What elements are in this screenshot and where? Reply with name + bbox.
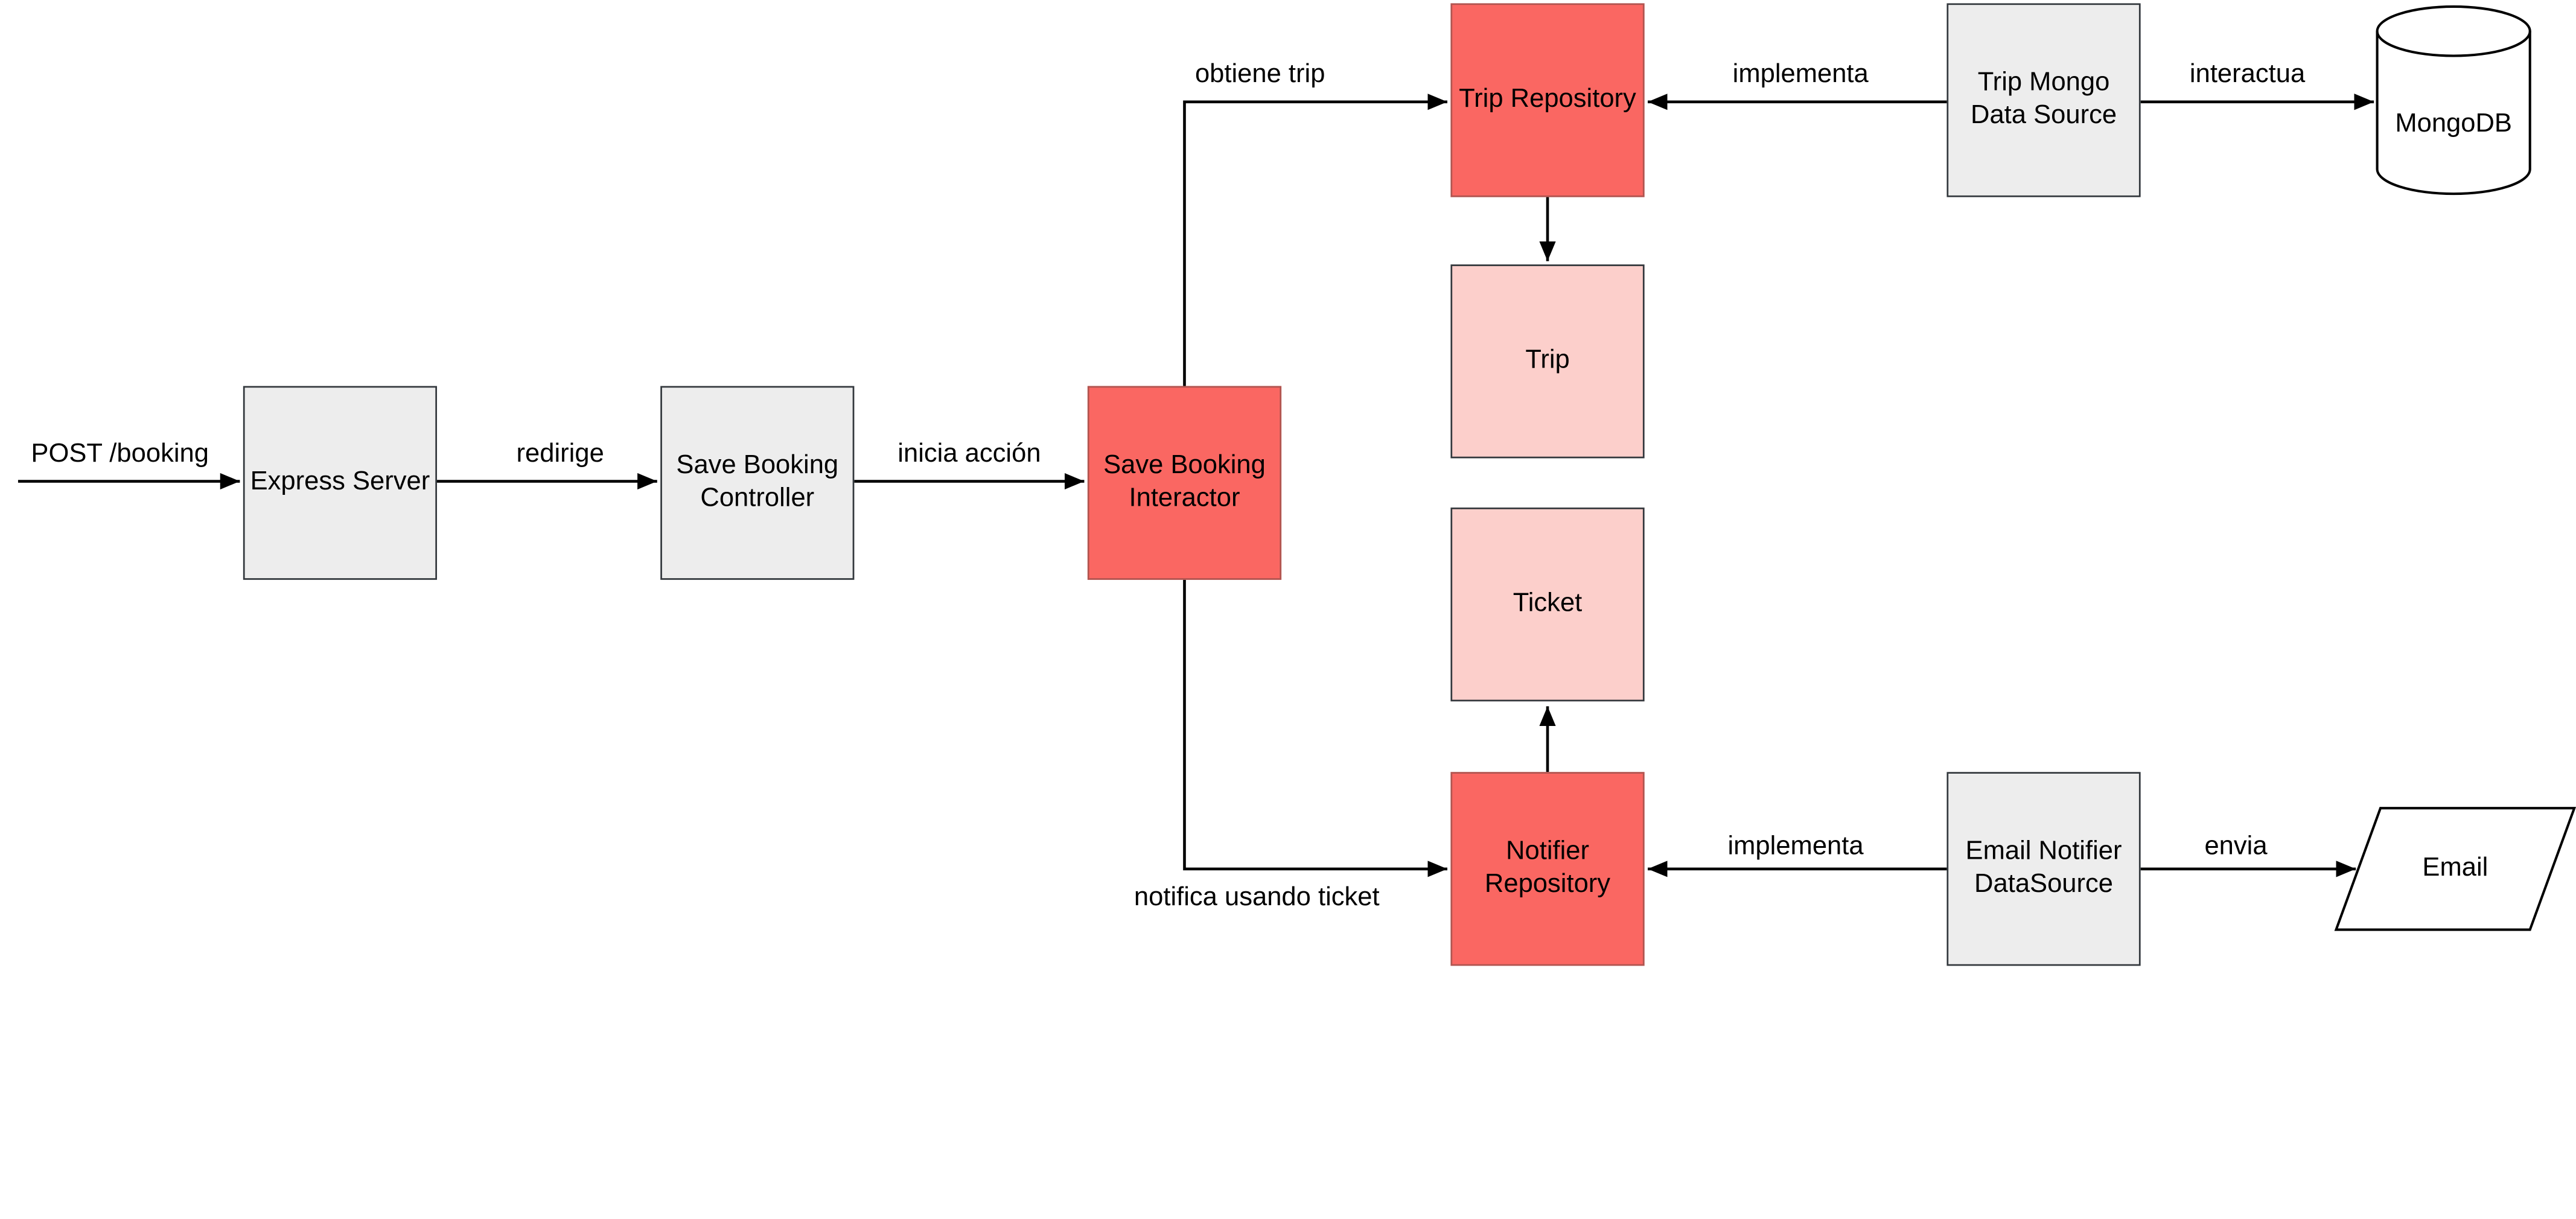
mongodb-cylinder-shape[interactable] xyxy=(2376,5,2531,196)
node-label: Email Notifier DataSource xyxy=(1965,838,2122,899)
node-express-server[interactable]: Express Server xyxy=(243,386,438,580)
mongodb-label: MongoDB xyxy=(2395,110,2512,138)
edge-label-obtiene-trip: obtiene trip xyxy=(1194,60,1325,89)
node-save-booking-controller[interactable]: Save Booking Controller xyxy=(660,386,855,580)
node-label: Trip Repository xyxy=(1459,85,1636,113)
edge-label-implementa-bottom: implementa xyxy=(1727,833,1864,861)
edge-label-redirige: redirige xyxy=(516,440,604,468)
node-trip-repository[interactable]: Trip Repository xyxy=(1450,3,1645,197)
node-trip-mongo-data-source[interactable]: Trip Mongo Data Source xyxy=(1946,3,2141,197)
node-label: Save Booking Controller xyxy=(676,451,839,513)
edge-notifica-usando-ticket xyxy=(1183,579,1447,877)
node-label: Trip Mongo Data Source xyxy=(1971,69,2117,130)
node-ticket[interactable]: Ticket xyxy=(1450,508,1645,702)
edge-label-post-booking: POST /booking xyxy=(31,440,209,468)
node-email-notifier-datasource[interactable]: Email Notifier DataSource xyxy=(1946,772,2141,966)
node-label: Ticket xyxy=(1513,590,1583,618)
edge-label-inicia-accion: inicia acción xyxy=(897,440,1041,468)
edge-label-implementa-top: implementa xyxy=(1732,60,1869,89)
edge-label-envia: envia xyxy=(2204,833,2268,861)
email-label: Email xyxy=(2422,854,2488,882)
node-label: Trip xyxy=(1525,346,1570,375)
edge-label-interactua: interactua xyxy=(2189,60,2306,89)
node-save-booking-interactor[interactable]: Save Booking Interactor xyxy=(1087,386,1282,580)
edge-label-notifica-usando-ticket: notifica usando ticket xyxy=(1133,883,1380,912)
node-label: Save Booking Interactor xyxy=(1103,451,1266,513)
node-label: Notifier Repository xyxy=(1484,838,1611,899)
edge-obtiene-trip xyxy=(1183,94,1447,386)
email-parallelogram-shape[interactable] xyxy=(2334,807,2576,931)
node-notifier-repository[interactable]: Notifier Repository xyxy=(1450,772,1645,966)
node-trip[interactable]: Trip xyxy=(1450,264,1645,459)
node-label: Express Server xyxy=(250,468,430,497)
